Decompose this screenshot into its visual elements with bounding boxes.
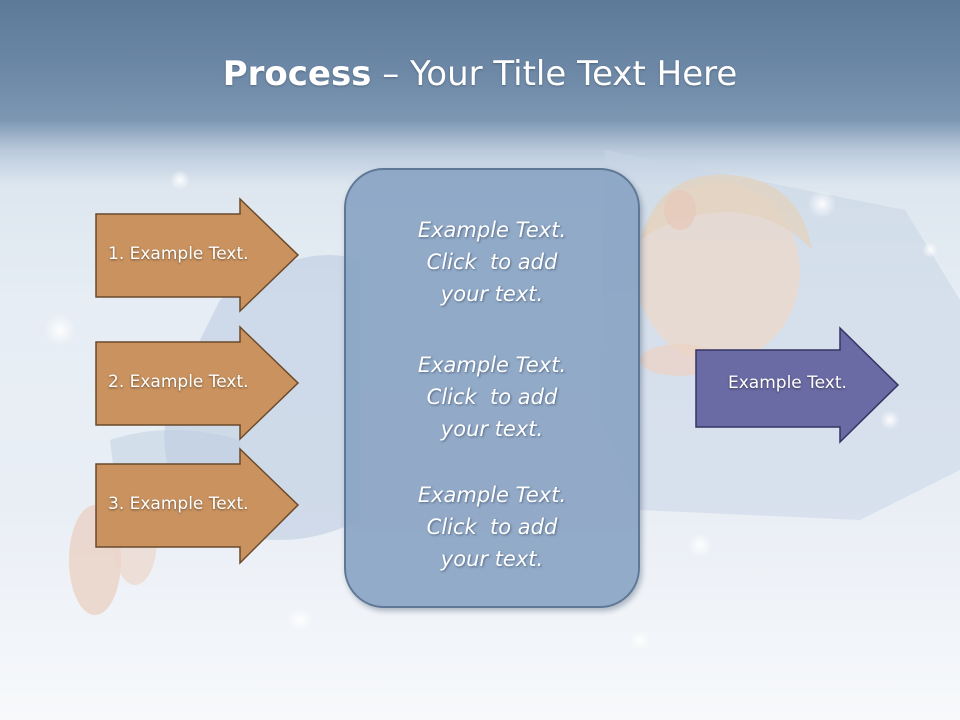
- text-block-1: Example Text. Click to add your text.: [346, 214, 638, 310]
- output-arrow[interactable]: Example Text.: [695, 326, 900, 444]
- right-arrow-icon: [95, 447, 300, 565]
- text-line: Click to add: [426, 515, 558, 539]
- text-block-2: Example Text. Click to add your text.: [346, 349, 638, 445]
- step-label-3: 3. Example Text.: [108, 494, 249, 514]
- center-text-box[interactable]: Example Text. Click to add your text. Ex…: [344, 168, 640, 608]
- text-line: Click to add: [426, 385, 558, 409]
- step-arrow-2[interactable]: 2. Example Text.: [95, 325, 300, 441]
- text-line: your text.: [440, 417, 544, 441]
- step-label-1: 1. Example Text.: [108, 244, 249, 264]
- title-rest: – Your Title Text Here: [371, 54, 738, 94]
- right-arrow-icon: [95, 325, 300, 441]
- step-arrow-3[interactable]: 3. Example Text.: [95, 447, 300, 565]
- text-line: your text.: [440, 547, 544, 571]
- output-label: Example Text.: [728, 373, 847, 393]
- right-arrow-icon: [95, 197, 300, 313]
- page-title: Process – Your Title Text Here: [0, 52, 960, 96]
- step-arrow-1[interactable]: 1. Example Text.: [95, 197, 300, 313]
- title-bold: Process: [222, 54, 372, 94]
- text-line: Example Text.: [417, 483, 567, 507]
- text-block-3: Example Text. Click to add your text.: [346, 479, 638, 575]
- step-label-2: 2. Example Text.: [108, 372, 249, 392]
- text-line: Click to add: [426, 250, 558, 274]
- text-line: your text.: [440, 282, 544, 306]
- text-line: Example Text.: [417, 353, 567, 377]
- text-line: Example Text.: [417, 218, 567, 242]
- right-arrow-icon: [695, 326, 900, 444]
